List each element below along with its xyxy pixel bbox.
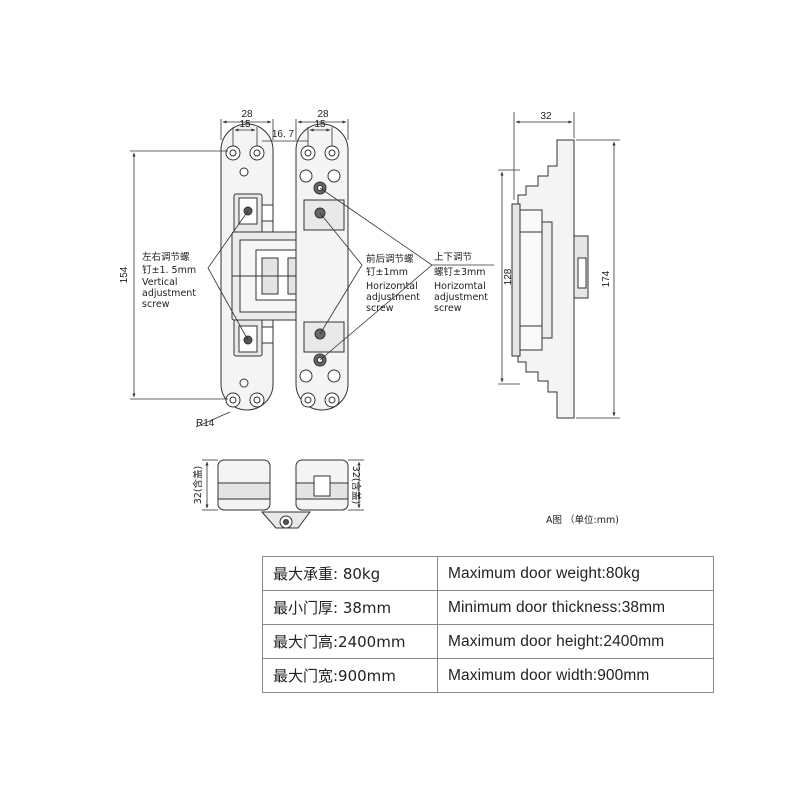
left-leaf-holes: [225, 145, 265, 408]
callout-lateral-en1: Vertical: [142, 277, 178, 288]
callout-height-en1: Horizomtal: [434, 281, 486, 292]
hinge-right-leaf: [295, 123, 349, 411]
dimension-labels-bottom: 32(含盖) 32(含盖): [192, 466, 362, 505]
callout-lateral-cn1: 左右调节螺: [142, 251, 190, 263]
callout-depth-adjustment: 前后调节螺 钉±1mm Horizomtal adjustment screw: [366, 253, 420, 314]
hinge-side-view: [511, 139, 589, 419]
callout-lateral-adjustment: 左右调节螺 钉±1. 5mm Vertical adjustment screw: [142, 251, 196, 310]
callout-leaders: [207, 187, 494, 361]
spec-cn-cell: 最小门厚: 38mm: [262, 590, 438, 625]
spec-cn-cell: 最大门宽:900mm: [262, 658, 438, 693]
dimension-lines-bottom: [202, 459, 364, 511]
table-row: 最大门高:2400mm Maximum door height:2400mm: [262, 624, 714, 659]
spec-en-cell: Maximum door weight:80kg: [437, 556, 714, 591]
dimension-lines-side: [498, 112, 620, 419]
table-row: 最小门厚: 38mm Minimum door thickness:38mm: [262, 590, 714, 625]
callout-lateral-cn2: 钉±1. 5mm: [142, 265, 196, 276]
callout-depth-cn1: 前后调节螺: [366, 253, 414, 265]
spec-en-cell: Maximum door height:2400mm: [437, 624, 714, 659]
dim-width-left: 28: [241, 109, 253, 120]
spec-cn-cell: 最大门高:2400mm: [262, 624, 438, 659]
hinge-bottom-view: [217, 459, 349, 529]
callout-lateral-en3: screw: [142, 299, 170, 310]
callout-height-en3: screw: [434, 303, 462, 314]
callout-height-en2: adjustment: [434, 292, 488, 303]
dim-bottom-left: 32(含盖): [192, 466, 204, 505]
callout-depth-en2: adjustment: [366, 292, 420, 303]
table-row: 最大承重: 80kg Maximum door weight:80kg: [262, 556, 714, 591]
dim-height: 154: [119, 266, 130, 283]
dimension-lines-front: [130, 119, 349, 428]
callout-height-cn2: 螺钉±3mm: [434, 267, 486, 278]
dimension-labels-front: 28 15 28 15 16. 7 154 R14: [119, 109, 329, 429]
dim-radius: R14: [196, 418, 215, 429]
spec-cn-cell: 最大承重: 80kg: [262, 556, 438, 591]
dim-side-inner: 128: [503, 268, 514, 285]
dim-side-height: 174: [601, 270, 612, 287]
callout-lateral-en2: adjustment: [142, 288, 196, 299]
dim-bottom-right: 32(含盖): [350, 466, 362, 505]
dimension-labels-side: 32 128 174: [503, 111, 612, 287]
table-row: 最大门宽:900mm Maximum door width:900mm: [262, 658, 714, 693]
spec-en-cell: Maximum door width:900mm: [437, 658, 714, 693]
callout-height-cn1: 上下调节: [434, 252, 472, 263]
dim-width-right: 28: [317, 109, 329, 120]
callout-height-adjustment: 上下调节 螺钉±3mm Horizomtal adjustment screw: [434, 252, 488, 314]
callout-depth-en3: screw: [366, 303, 394, 314]
dim-hole-left: 15: [239, 119, 251, 130]
spec-en-cell: Minimum door thickness:38mm: [437, 590, 714, 625]
dim-gap: 16. 7: [272, 129, 295, 140]
callout-depth-cn2: 钉±1mm: [366, 267, 408, 278]
dim-hole-right: 15: [314, 119, 326, 130]
spec-table: 最大承重: 80kg Maximum door weight:80kg 最小门厚…: [262, 556, 714, 693]
callout-depth-en1: Horizomtal: [366, 281, 418, 292]
figure-caption: A图 （单位:mm): [546, 514, 619, 526]
dim-side-width: 32: [540, 111, 552, 122]
